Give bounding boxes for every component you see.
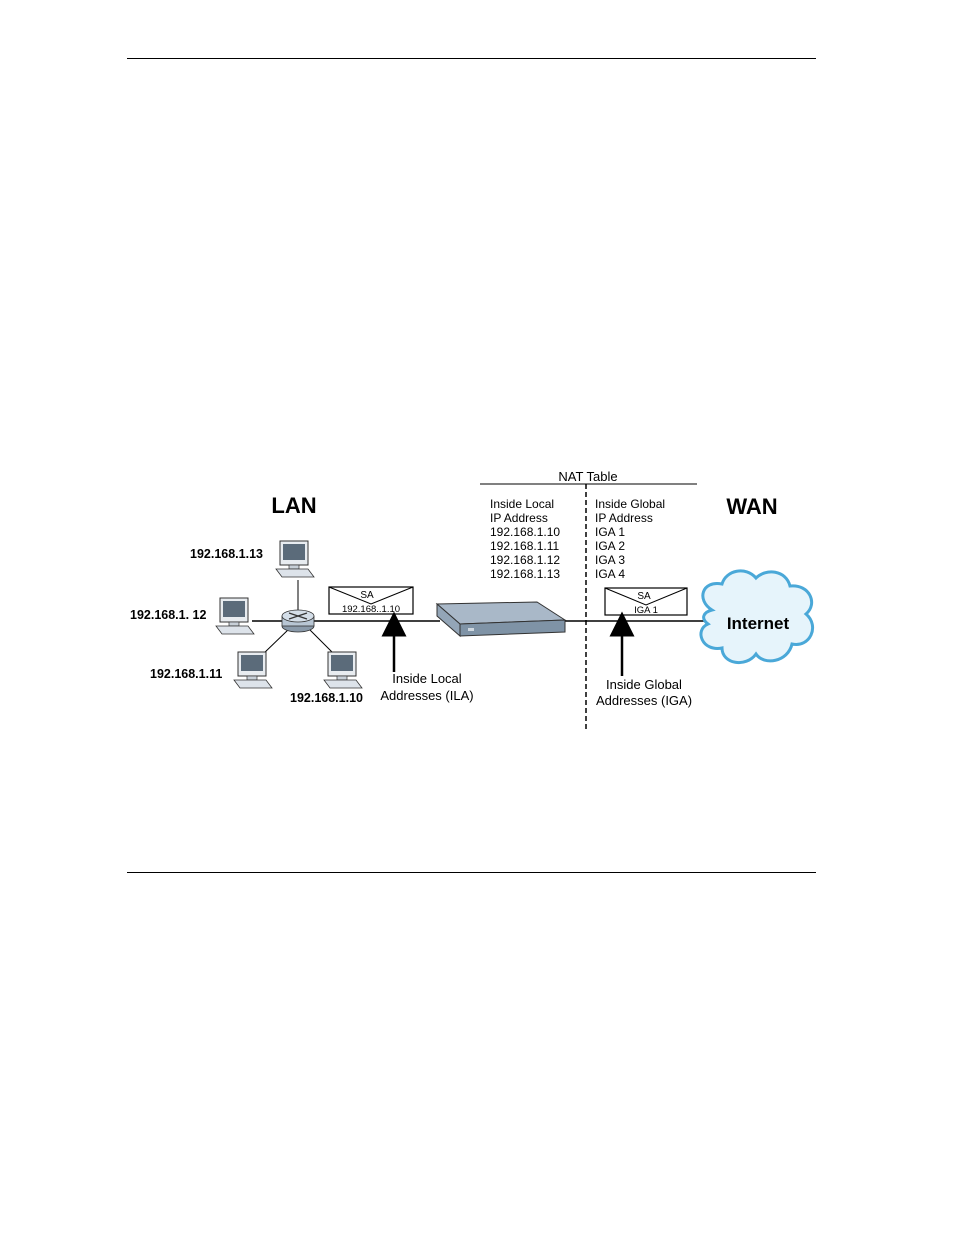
spoke [262, 628, 290, 655]
iga-label-line1: Inside Global [606, 677, 682, 692]
wan-packet: SA IGA 1 [605, 588, 687, 616]
computer-icon [234, 652, 272, 688]
cloud-icon: Internet [701, 571, 813, 663]
nat-local-header-2: IP Address [490, 511, 548, 525]
spoke [308, 628, 335, 655]
host-ip-label: 192.168.1.11 [150, 667, 222, 681]
nat-global-ip: IGA 3 [595, 553, 625, 567]
wan-packet-address: IGA 1 [634, 605, 658, 616]
computer-icon [276, 541, 314, 577]
nat-global-ip: IGA 2 [595, 539, 625, 553]
computer-icon [216, 598, 254, 634]
wan-packet-tag: SA [637, 591, 651, 602]
nat-local-ip: 192.168.1.13 [490, 567, 560, 581]
nat-local-ip: 192.168.1.12 [490, 553, 560, 567]
host-ip-label: 192.168.1. 12 [130, 608, 207, 622]
ila-label-line1: Inside Local [392, 671, 461, 686]
lan-packet: SA 192.168..1.10 [329, 587, 413, 615]
lan-label: LAN [271, 493, 316, 518]
switch-icon [282, 610, 314, 632]
nat-global-ip: IGA 1 [595, 525, 625, 539]
nat-global-ip: IGA 4 [595, 567, 625, 581]
nat-local-ip: 192.168.1.11 [490, 539, 560, 553]
iga-label-line2: Addresses (IGA) [596, 693, 692, 708]
nat-global-header-2: IP Address [595, 511, 653, 525]
wan-label: WAN [726, 494, 777, 519]
host-ip-label: 192.168.1.13 [190, 547, 263, 561]
host-ip-label: 192.168.1.10 [290, 691, 363, 705]
internet-label: Internet [727, 614, 790, 633]
nat-local-header-1: Inside Local [490, 497, 554, 511]
nat-local-ip: 192.168.1.10 [490, 525, 560, 539]
computer-icon [324, 652, 362, 688]
nat-global-header-1: Inside Global [595, 497, 665, 511]
ila-label-line2: Addresses (ILA) [380, 688, 473, 703]
nat-table-title: NAT Table [558, 469, 617, 484]
lan-packet-tag: SA [360, 590, 374, 601]
lan-packet-address: 192.168..1.10 [342, 604, 400, 615]
router-icon [437, 602, 565, 636]
